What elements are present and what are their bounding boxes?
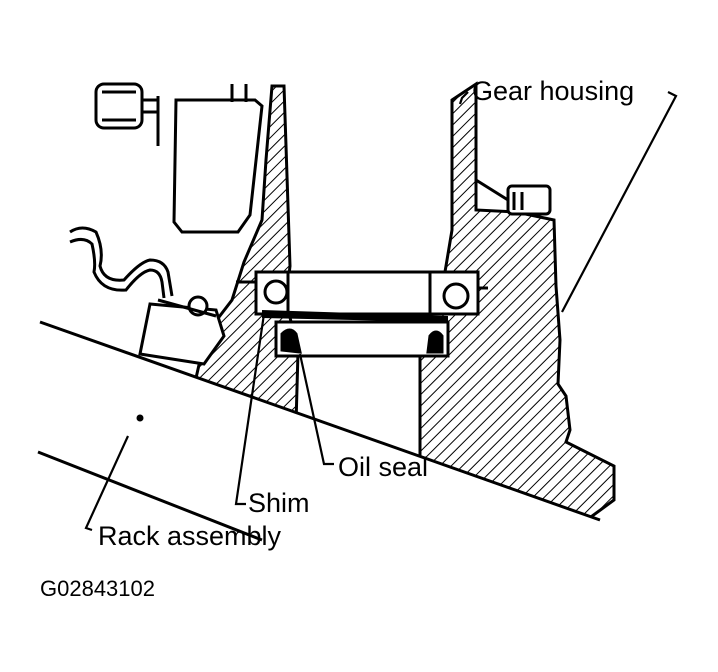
valve-block xyxy=(172,98,264,234)
hydraulic-line xyxy=(69,226,174,297)
shim xyxy=(262,310,448,322)
rack-center-dot xyxy=(136,414,144,422)
oil-seal xyxy=(274,320,450,358)
rack-assembly xyxy=(0,308,600,672)
label-oil-seal: Oil seal xyxy=(338,452,428,482)
housing-bolt xyxy=(475,178,552,216)
label-gear-housing: Gear housing xyxy=(472,76,634,106)
block-fittings xyxy=(230,84,248,102)
rack-fitting xyxy=(138,295,226,366)
rack-top-edge xyxy=(39,320,601,522)
bolt-head xyxy=(94,82,160,146)
bearing xyxy=(236,270,488,316)
leader-lines xyxy=(84,91,678,532)
label-shim: Shim xyxy=(248,488,310,518)
rack-bottom-edge xyxy=(37,450,263,542)
figure-id: G02843102 xyxy=(40,576,155,601)
hydraulic-line-inner xyxy=(69,237,166,299)
label-rack-assembly: Rack assembly xyxy=(98,521,282,551)
